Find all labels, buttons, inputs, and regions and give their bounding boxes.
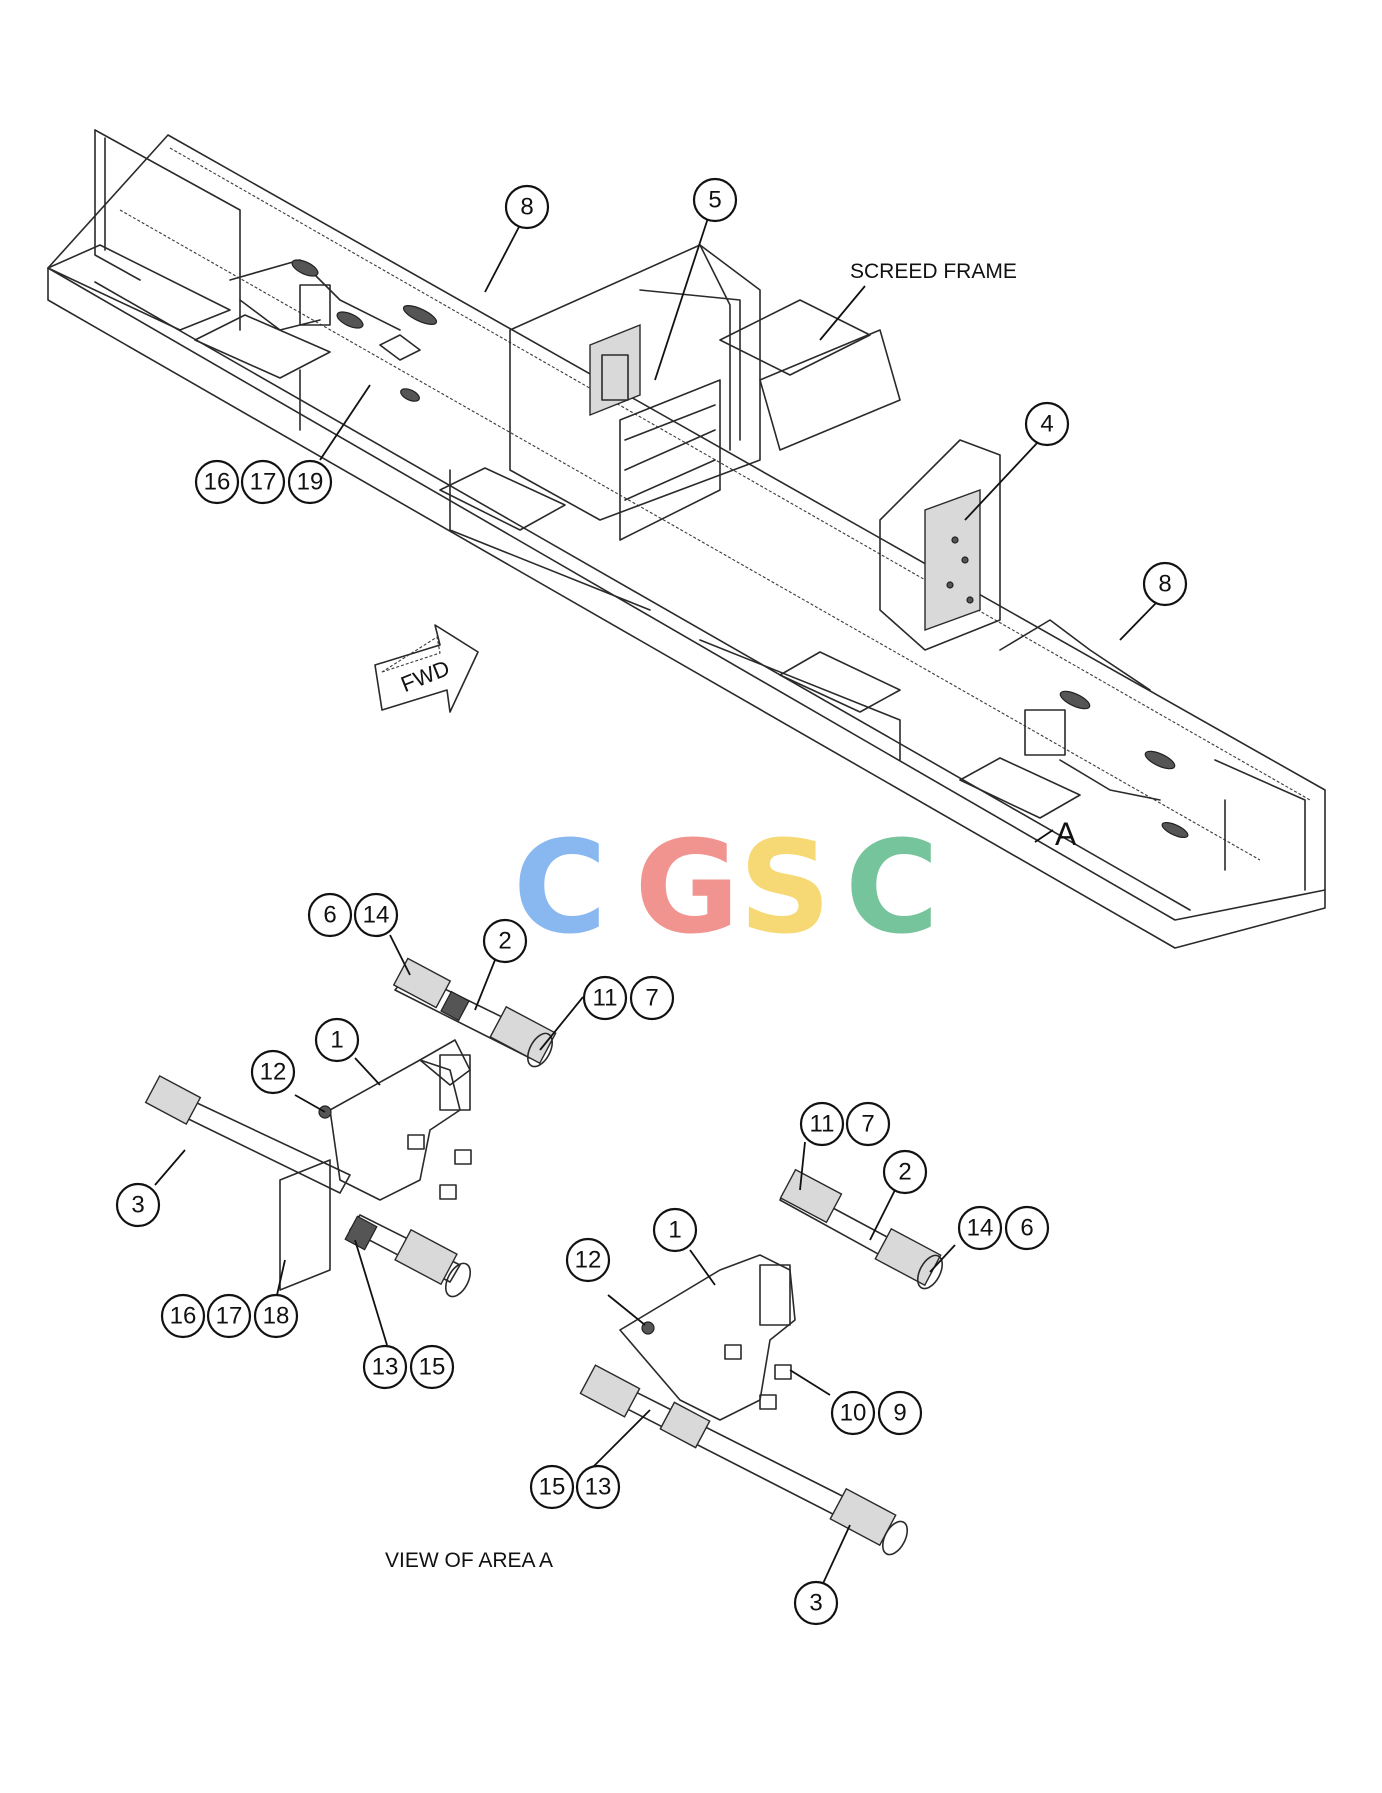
callout-left-12: 12	[250, 1049, 296, 1095]
area-a-label: A	[1055, 816, 1077, 852]
svg-text:2: 2	[898, 1159, 911, 1186]
callout-left-16: 16	[160, 1293, 206, 1339]
view-title: VIEW OF AREA A	[385, 1549, 553, 1572]
svg-text:9: 9	[893, 1400, 906, 1427]
svg-text:19: 19	[297, 469, 324, 496]
screed-frame-label: SCREED FRAME	[850, 260, 1017, 283]
callout-leaders	[154, 217, 1158, 1591]
svg-text:10: 10	[840, 1400, 867, 1427]
callout-left-11: 11	[582, 975, 628, 1021]
cgsc-watermark-logo: C G S C	[513, 814, 939, 963]
callout-right-3: 3	[793, 1580, 839, 1626]
svg-text:16: 16	[204, 469, 231, 496]
svg-text:11: 11	[810, 1111, 835, 1138]
svg-text:7: 7	[861, 1111, 874, 1138]
svg-text:17: 17	[216, 1303, 243, 1330]
svg-text:15: 15	[419, 1354, 446, 1381]
fwd-arrow: FWD	[374, 624, 479, 713]
callout-right-12: 12	[565, 1237, 611, 1283]
callout-left-6: 6	[307, 892, 353, 938]
svg-text:1: 1	[668, 1217, 681, 1244]
svg-text:3: 3	[809, 1590, 822, 1617]
callout-right-9: 9	[877, 1390, 923, 1436]
watermark-letter-s: S	[739, 814, 831, 963]
callout-right-10: 10	[830, 1390, 876, 1436]
left-detail-drawing	[144, 957, 557, 1298]
svg-text:7: 7	[645, 985, 658, 1012]
callout-right-14: 14	[957, 1205, 1003, 1251]
callout-right-2: 2	[882, 1149, 928, 1195]
callout-left-1: 1	[314, 1017, 360, 1063]
callout-top-17: 17	[240, 459, 286, 505]
right-detail-drawing	[579, 1168, 944, 1556]
watermark-letter-g: G	[634, 814, 739, 963]
svg-text:2: 2	[498, 928, 511, 955]
callout-left-2: 2	[482, 918, 528, 964]
callout-left-17: 17	[206, 1293, 252, 1339]
svg-text:17: 17	[250, 469, 277, 496]
watermark-letter-c2: C	[845, 814, 939, 963]
svg-text:8: 8	[520, 194, 533, 221]
callout-top-5: 5	[692, 177, 738, 223]
callout-left-13: 13	[362, 1344, 408, 1390]
svg-text:1: 1	[330, 1027, 343, 1054]
svg-text:13: 13	[585, 1474, 612, 1501]
callout-top-8b: 8	[1142, 561, 1188, 607]
callout-left-7: 7	[629, 975, 675, 1021]
svg-text:12: 12	[260, 1059, 287, 1086]
svg-text:14: 14	[363, 902, 390, 929]
callout-right-13: 13	[575, 1464, 621, 1510]
callout-top-4: 4	[1024, 401, 1070, 447]
svg-text:18: 18	[263, 1303, 290, 1330]
svg-text:8: 8	[1158, 571, 1171, 598]
svg-text:13: 13	[372, 1354, 399, 1381]
callout-top-16: 16	[194, 459, 240, 505]
screed-frame-callout: SCREED FRAME	[819, 260, 1017, 341]
svg-text:6: 6	[1020, 1215, 1033, 1242]
callout-right-6: 6	[1004, 1205, 1050, 1251]
svg-text:12: 12	[575, 1247, 602, 1274]
callout-left-15: 15	[409, 1344, 455, 1390]
svg-text:5: 5	[708, 187, 721, 214]
svg-text:11: 11	[593, 985, 618, 1012]
callout-left-3: 3	[115, 1182, 161, 1228]
svg-text:15: 15	[539, 1474, 566, 1501]
watermark-letter-c1: C	[513, 814, 607, 963]
callout-left-14: 14	[353, 892, 399, 938]
callout-bubbles: 8 5 4 8 16 17 19 6	[115, 177, 1188, 1626]
area-a-marker: A	[1034, 816, 1077, 852]
callout-right-1: 1	[652, 1207, 698, 1253]
callout-right-11: 11	[799, 1101, 845, 1147]
svg-text:14: 14	[967, 1215, 994, 1242]
svg-text:3: 3	[131, 1192, 144, 1219]
callout-left-18: 18	[253, 1293, 299, 1339]
svg-text:6: 6	[323, 902, 336, 929]
callout-top-19: 19	[287, 459, 333, 505]
svg-text:16: 16	[170, 1303, 197, 1330]
svg-text:4: 4	[1040, 411, 1053, 438]
callout-right-15: 15	[529, 1464, 575, 1510]
callout-right-7: 7	[845, 1101, 891, 1147]
callout-top-8a: 8	[504, 184, 550, 230]
